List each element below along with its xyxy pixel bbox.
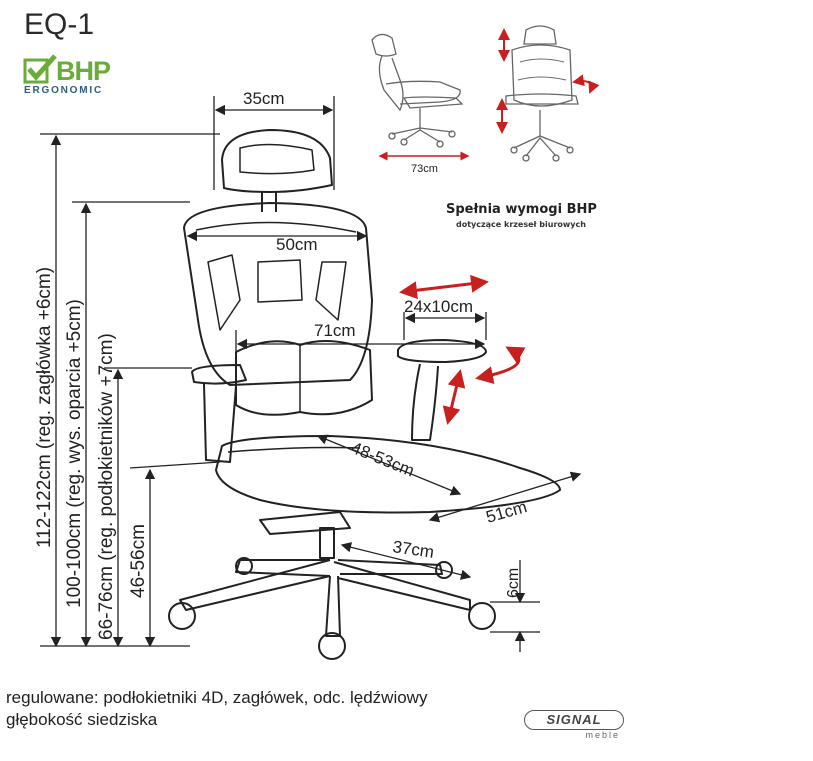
model-name: EQ-1 bbox=[24, 8, 95, 41]
armrest-left bbox=[191, 364, 247, 385]
casters bbox=[168, 557, 496, 660]
brand-sub: meble bbox=[585, 730, 620, 740]
rear-view-chair bbox=[505, 25, 579, 162]
logo-text: BHP bbox=[56, 56, 111, 86]
bhp-ergonomic-logo: BHP ERGONOMIC bbox=[22, 54, 132, 100]
dim-backrest-height: 100-100cm (reg. wys. oparcia +5cm) bbox=[64, 299, 85, 608]
dim-arm-width: 71cm bbox=[314, 321, 356, 340]
adjustment-arrows bbox=[399, 274, 526, 425]
rear-view-arrows bbox=[496, 28, 600, 134]
gas-lift bbox=[319, 527, 335, 559]
adjustments-note-line1: regulowane: podłokietniki 4D, zagłówek, … bbox=[6, 688, 428, 707]
dim-wheel-height: 6cm bbox=[505, 568, 522, 598]
brand-name: SIGNAL bbox=[524, 710, 624, 730]
dim-base-radius: 37cm bbox=[391, 537, 435, 562]
bhp-claim-title: Spełnia wymogi BHP bbox=[446, 202, 597, 217]
dim-backrest-width: 50cm bbox=[276, 235, 318, 254]
headrest bbox=[221, 129, 333, 193]
dim-seat-depth: 48-53cm bbox=[349, 438, 417, 480]
five-star-base bbox=[179, 559, 471, 637]
dim-seat-height: 46-56cm bbox=[128, 524, 149, 598]
dimension-lines bbox=[40, 96, 582, 652]
adjustments-note-line2: głębokość siedziska bbox=[6, 710, 158, 729]
backrest bbox=[183, 202, 373, 386]
dim-armrest-pad: 24x10cm bbox=[404, 297, 473, 316]
bhp-claim-subtitle: dotyczące krzeseł biurowych bbox=[456, 220, 586, 229]
logo-subtext: ERGONOMIC bbox=[24, 85, 103, 96]
signal-brand-logo: SIGNAL meble bbox=[524, 708, 624, 742]
dim-side-view-depth: 73cm bbox=[411, 163, 438, 175]
dim-total-height: 112-122cm (reg. zagłówka +6cm) bbox=[34, 267, 55, 548]
armrest-right bbox=[397, 339, 487, 363]
check-icon bbox=[23, 54, 57, 84]
side-view-chair bbox=[371, 33, 464, 148]
dim-headrest-width: 35cm bbox=[243, 89, 285, 108]
dim-armrest-height: 66-76cm (reg. podłokietników +7cm) bbox=[96, 333, 117, 640]
